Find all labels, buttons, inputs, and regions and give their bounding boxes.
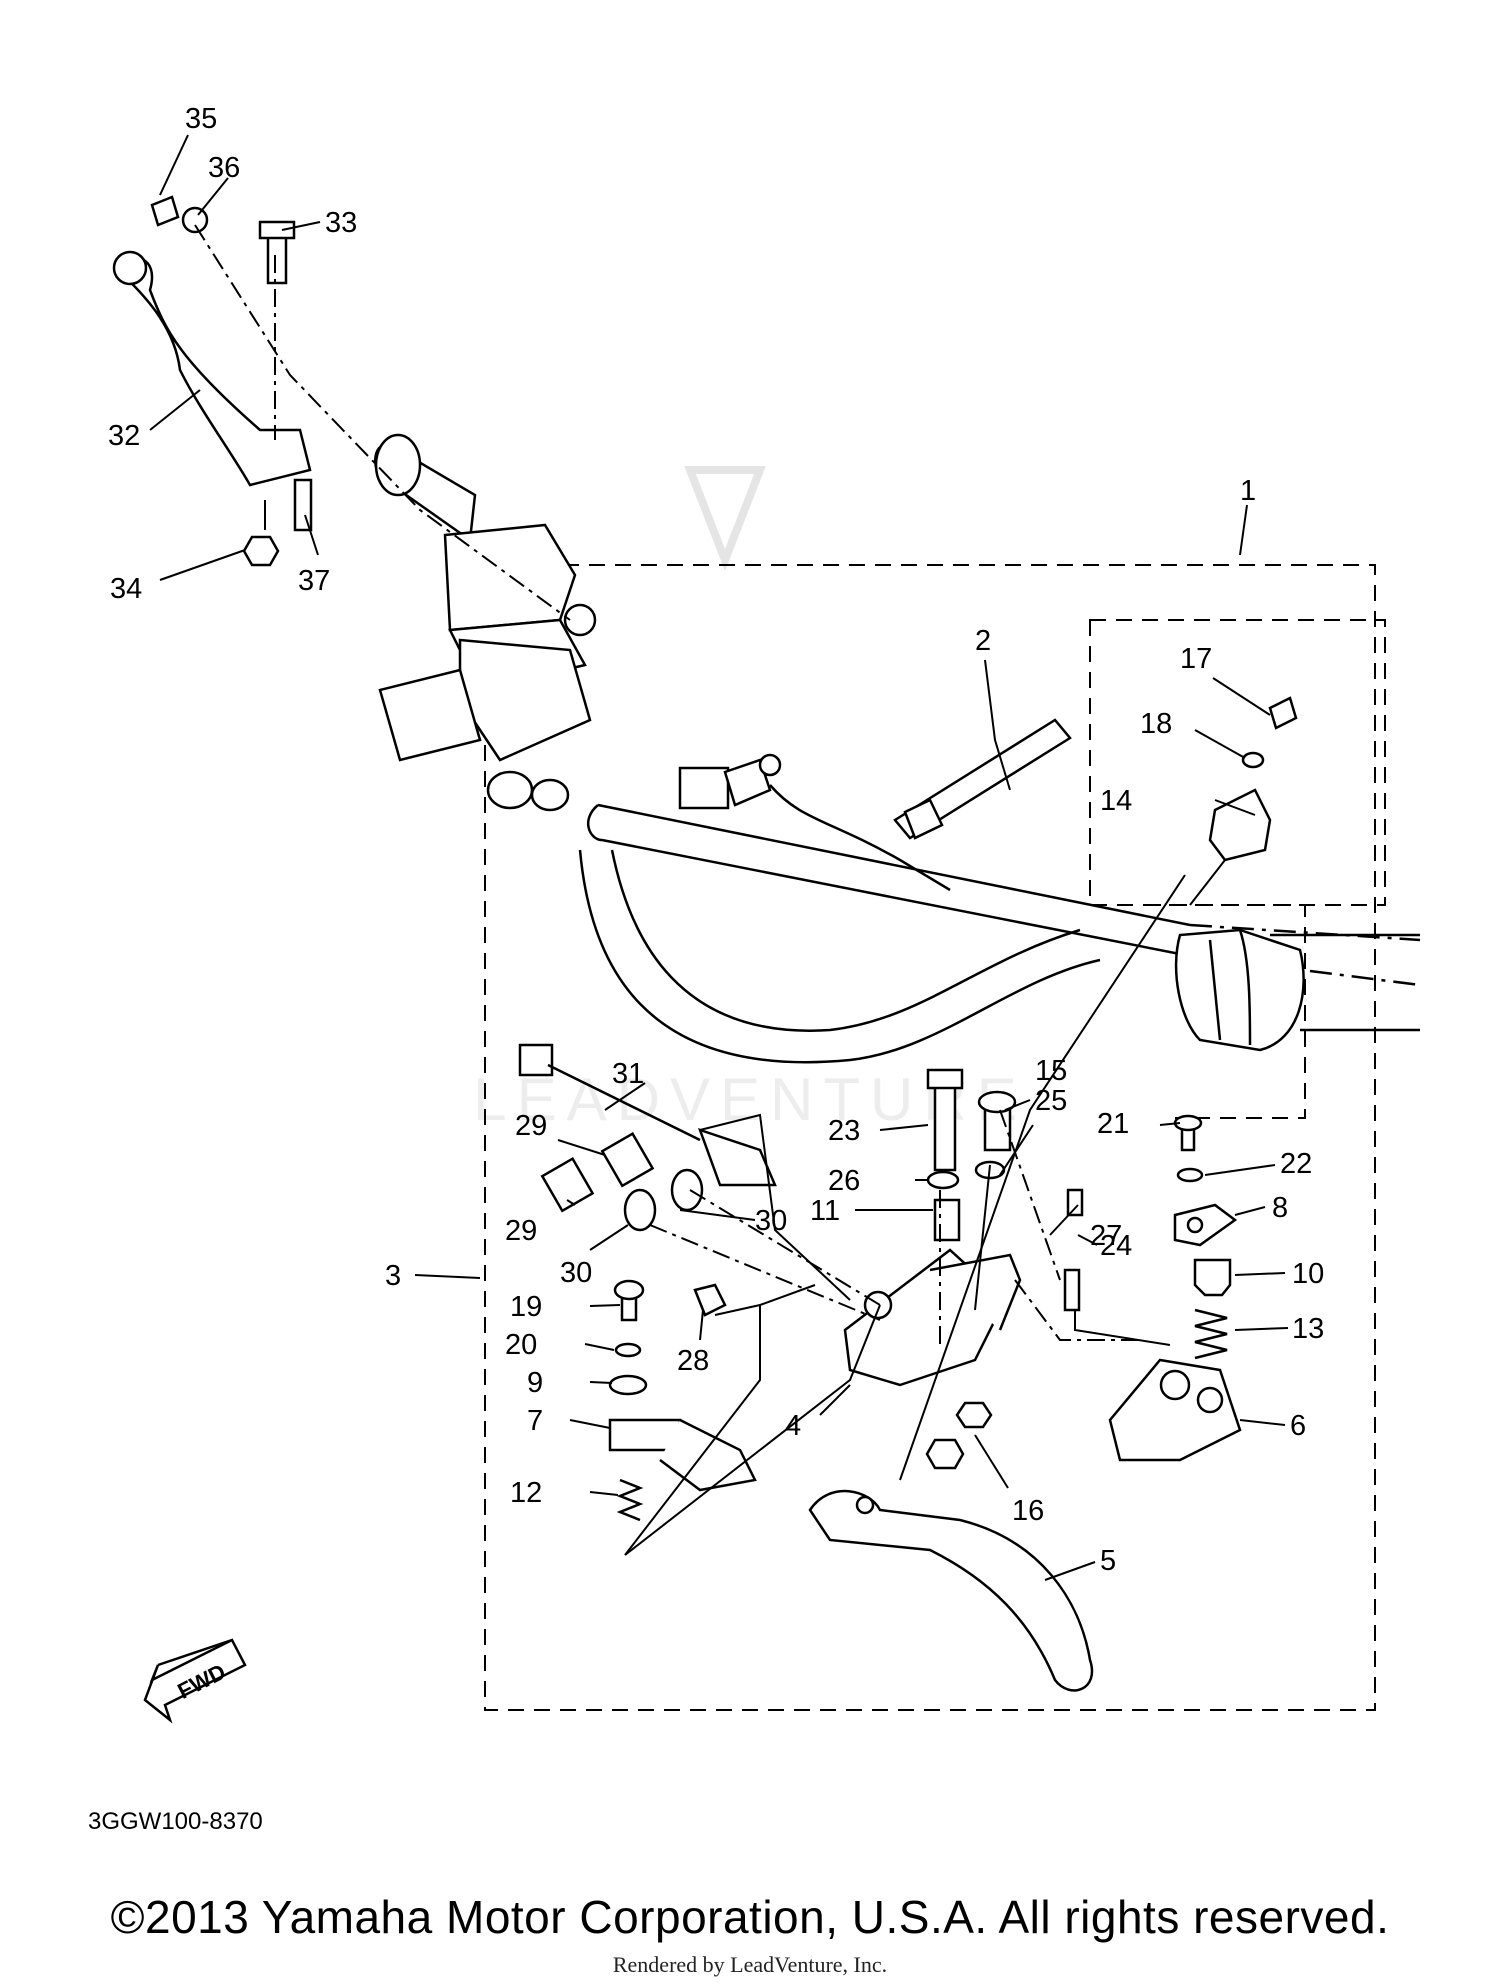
callout-23: 23 xyxy=(828,1115,860,1147)
knob-29a xyxy=(540,1156,595,1213)
washer-20 xyxy=(614,1342,642,1358)
callout-29-top: 29 xyxy=(515,1110,547,1142)
callout-16: 16 xyxy=(1012,1495,1044,1527)
washer-36 xyxy=(181,206,209,234)
callout-15: 15 xyxy=(1035,1055,1067,1087)
callout-30-left: 30 xyxy=(560,1257,592,1289)
lever-32 xyxy=(116,257,312,487)
group-box-14 xyxy=(1089,619,1386,906)
callout-32: 32 xyxy=(108,420,140,452)
callout-11: 11 xyxy=(810,1195,840,1227)
washer-9 xyxy=(608,1374,648,1396)
nut-16b xyxy=(955,1401,993,1429)
leader-lines xyxy=(194,224,1226,1556)
callout-25: 25 xyxy=(1035,1085,1067,1117)
callout-22: 22 xyxy=(1280,1148,1312,1180)
callout-36: 36 xyxy=(208,152,240,184)
nut-16a xyxy=(925,1438,965,1470)
connector-31 xyxy=(518,1043,554,1077)
plate-8 xyxy=(1173,1203,1238,1247)
washer-22 xyxy=(1176,1167,1204,1183)
lever-assembly xyxy=(540,696,1298,1692)
callout-leaders xyxy=(149,134,1289,1581)
clutch-lever-parts xyxy=(112,195,313,567)
spring-12 xyxy=(616,1478,644,1522)
cable-tie-2 xyxy=(893,718,1072,840)
cover-14 xyxy=(1208,788,1272,862)
nut-30a xyxy=(623,1188,657,1232)
nut-30b xyxy=(670,1168,704,1212)
adjuster-37 xyxy=(293,478,313,532)
group-boxes xyxy=(484,564,1386,1711)
callout-17: 17 xyxy=(1180,643,1212,675)
pin-24 xyxy=(1063,1268,1081,1312)
callout-27: 27 xyxy=(1090,1220,1122,1252)
callout-3: 3 xyxy=(385,1260,401,1292)
screw-35 xyxy=(150,195,180,227)
callout-19: 19 xyxy=(510,1291,542,1323)
screw-17 xyxy=(1268,696,1298,730)
part-code: 3GGW100-8370 xyxy=(88,1808,263,1835)
callout-13: 13 xyxy=(1292,1313,1324,1345)
wiring xyxy=(518,718,1072,1187)
copyright-text: ©2013 Yamaha Motor Corporation, U.S.A. A… xyxy=(110,1891,1390,1943)
bolt-10 xyxy=(1193,1258,1232,1297)
callout-6: 6 xyxy=(1290,1410,1306,1442)
nut-34 xyxy=(242,535,280,567)
handlebar xyxy=(578,803,1421,1064)
callout-29-bottom: 29 xyxy=(505,1215,537,1247)
callout-12: 12 xyxy=(510,1477,542,1509)
left-grip-assembly xyxy=(374,433,597,812)
spring-13 xyxy=(1194,1308,1228,1360)
connector-top xyxy=(678,766,730,810)
callout-8: 8 xyxy=(1272,1192,1288,1224)
callout-4: 4 xyxy=(785,1410,801,1442)
rendered-by-text: Rendered by LeadVenture, Inc. xyxy=(612,1952,888,1977)
callout-21: 21 xyxy=(1097,1108,1129,1140)
callout-31: 31 xyxy=(612,1058,644,1090)
watermark: LEADVENTURE xyxy=(473,466,1026,1133)
callout-37: 37 xyxy=(298,565,330,597)
callout-26: 26 xyxy=(828,1165,860,1197)
callout-34: 34 xyxy=(110,573,142,605)
bolt-15 xyxy=(983,1103,1012,1152)
rubber-28 xyxy=(693,1283,727,1317)
group-box-3 xyxy=(484,564,1376,1711)
callout-5: 5 xyxy=(1100,1545,1116,1577)
callout-35: 35 xyxy=(185,103,217,135)
group-box-1 xyxy=(1145,904,1306,1119)
callout-1: 1 xyxy=(1240,475,1256,507)
callout-7: 7 xyxy=(527,1405,543,1437)
collar-11 xyxy=(933,1198,961,1242)
callout-10: 10 xyxy=(1292,1258,1324,1290)
washer-26 xyxy=(926,1170,960,1190)
callout-14: 14 xyxy=(1100,785,1132,817)
callout-30-right: 30 xyxy=(755,1205,787,1237)
callout-28: 28 xyxy=(677,1345,709,1377)
switch-housing xyxy=(1174,928,1420,1052)
knob-29b xyxy=(600,1131,655,1188)
callout-numbers: 1 2 3 4 5 6 7 8 9 10 11 12 13 14 15 16 1… xyxy=(108,103,1324,1577)
callout-33: 33 xyxy=(325,207,357,239)
callout-2: 2 xyxy=(975,625,991,657)
callout-18: 18 xyxy=(1140,708,1172,740)
lever-5 xyxy=(808,1490,1094,1692)
pin-27 xyxy=(1066,1188,1084,1217)
perch-6 xyxy=(1108,1358,1242,1462)
callout-24: 24 xyxy=(1100,1230,1132,1262)
washer-18 xyxy=(1241,751,1265,769)
callout-9: 9 xyxy=(527,1367,543,1399)
callout-20: 20 xyxy=(505,1329,537,1361)
fwd-arrow-icon: FWD xyxy=(143,1638,247,1724)
watermark-text: LEADVENTURE xyxy=(473,1066,1026,1133)
